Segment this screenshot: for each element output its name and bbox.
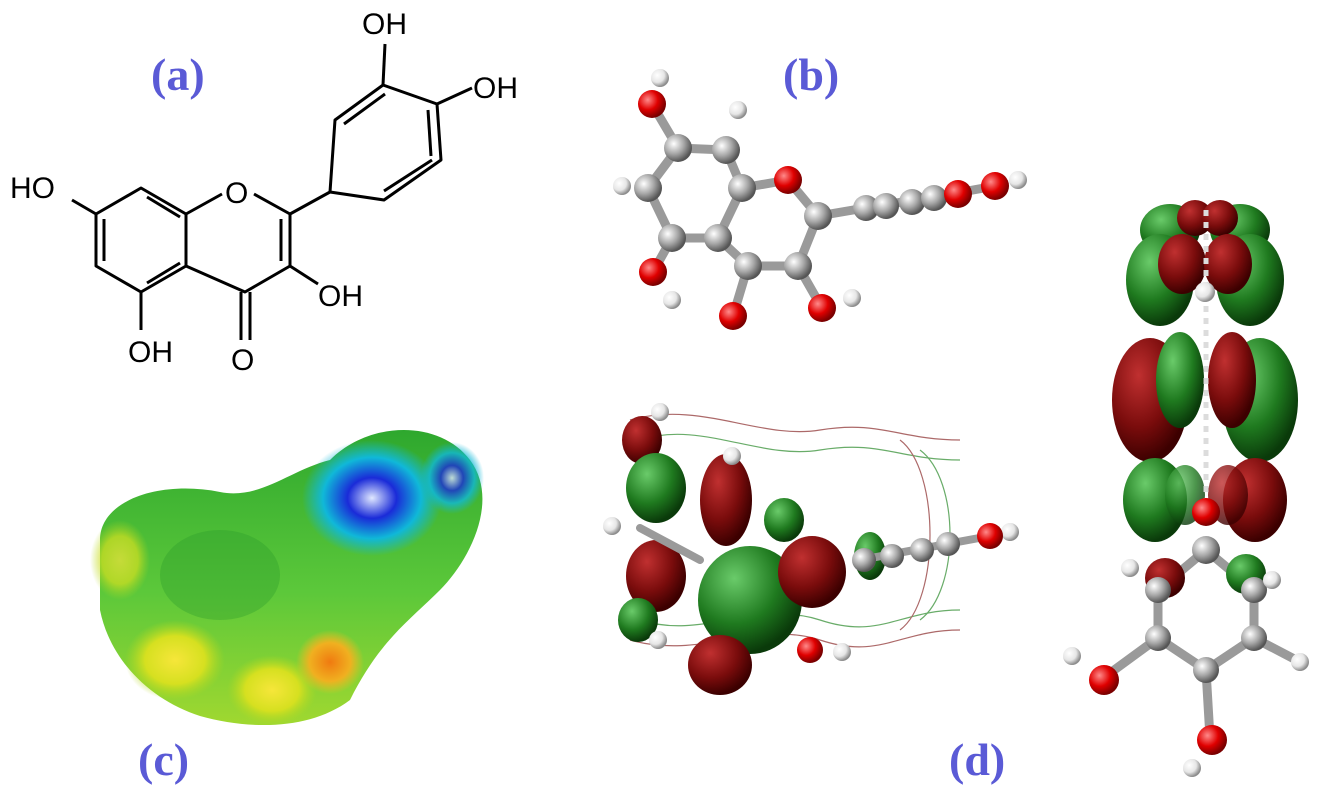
- ring-b-double-1: [343, 92, 386, 126]
- bond-c7-oh: [71, 198, 97, 216]
- panel-d-orbital-front: [603, 403, 1019, 695]
- label-ring-oxygen: O: [225, 177, 248, 210]
- label-oh-3: OH: [318, 280, 363, 313]
- ring-b: [328, 83, 443, 202]
- ring-a-double-3: [146, 195, 181, 219]
- panel-d-orbital-side: [1063, 200, 1309, 777]
- panel-c-esp-surface: [90, 430, 484, 726]
- bond-c2-c1p: [289, 190, 331, 216]
- panel-label-c: (c): [138, 734, 190, 785]
- label-ho-7: HO: [10, 172, 55, 205]
- label-oh-3prime: OH: [362, 8, 407, 41]
- bond-c3-oh: [289, 264, 319, 286]
- label-oh-5: OH: [128, 336, 173, 369]
- bond-c8a-o1: [185, 192, 223, 216]
- label-carbonyl-oxygen: O: [231, 344, 254, 377]
- ring-b-double-3: [426, 109, 433, 157]
- bond-c3p-oh: [381, 43, 387, 86]
- bond-c4p-oh: [436, 86, 473, 106]
- ring-b-double-2: [383, 158, 433, 193]
- panel-label-b: (b): [783, 49, 840, 100]
- ring-a: [94, 186, 188, 294]
- ring-a-double-2: [146, 261, 181, 285]
- label-oh-4prime: OH: [473, 72, 518, 105]
- panel-b-ball-stick: [613, 69, 1027, 330]
- panel-a-structure: [71, 43, 473, 340]
- panel-label-d: (d): [949, 734, 1006, 785]
- panel-label-a: (a): [151, 49, 205, 100]
